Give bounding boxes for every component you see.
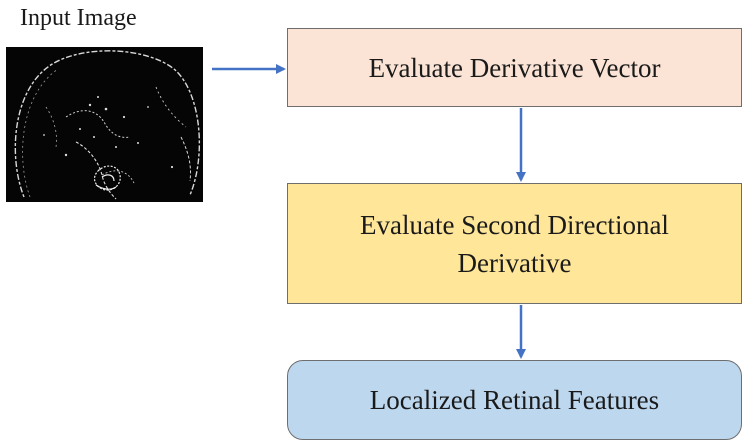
step-evaluate-derivative-vector: Evaluate Derivative Vector	[287, 28, 742, 107]
input-retinal-image	[6, 47, 203, 202]
step-localized-retinal-features: Localized Retinal Features	[287, 360, 742, 440]
step-2-label: Evaluate Second Directional Derivative	[360, 209, 669, 278]
step-evaluate-second-directional-derivative: Evaluate Second Directional Derivative	[287, 183, 742, 304]
step-3-label: Localized Retinal Features	[369, 385, 660, 415]
step-1-label: Evaluate Derivative Vector	[368, 52, 661, 83]
retina-edge-picture	[6, 47, 203, 202]
input-image-label: Input Image	[20, 5, 137, 31]
